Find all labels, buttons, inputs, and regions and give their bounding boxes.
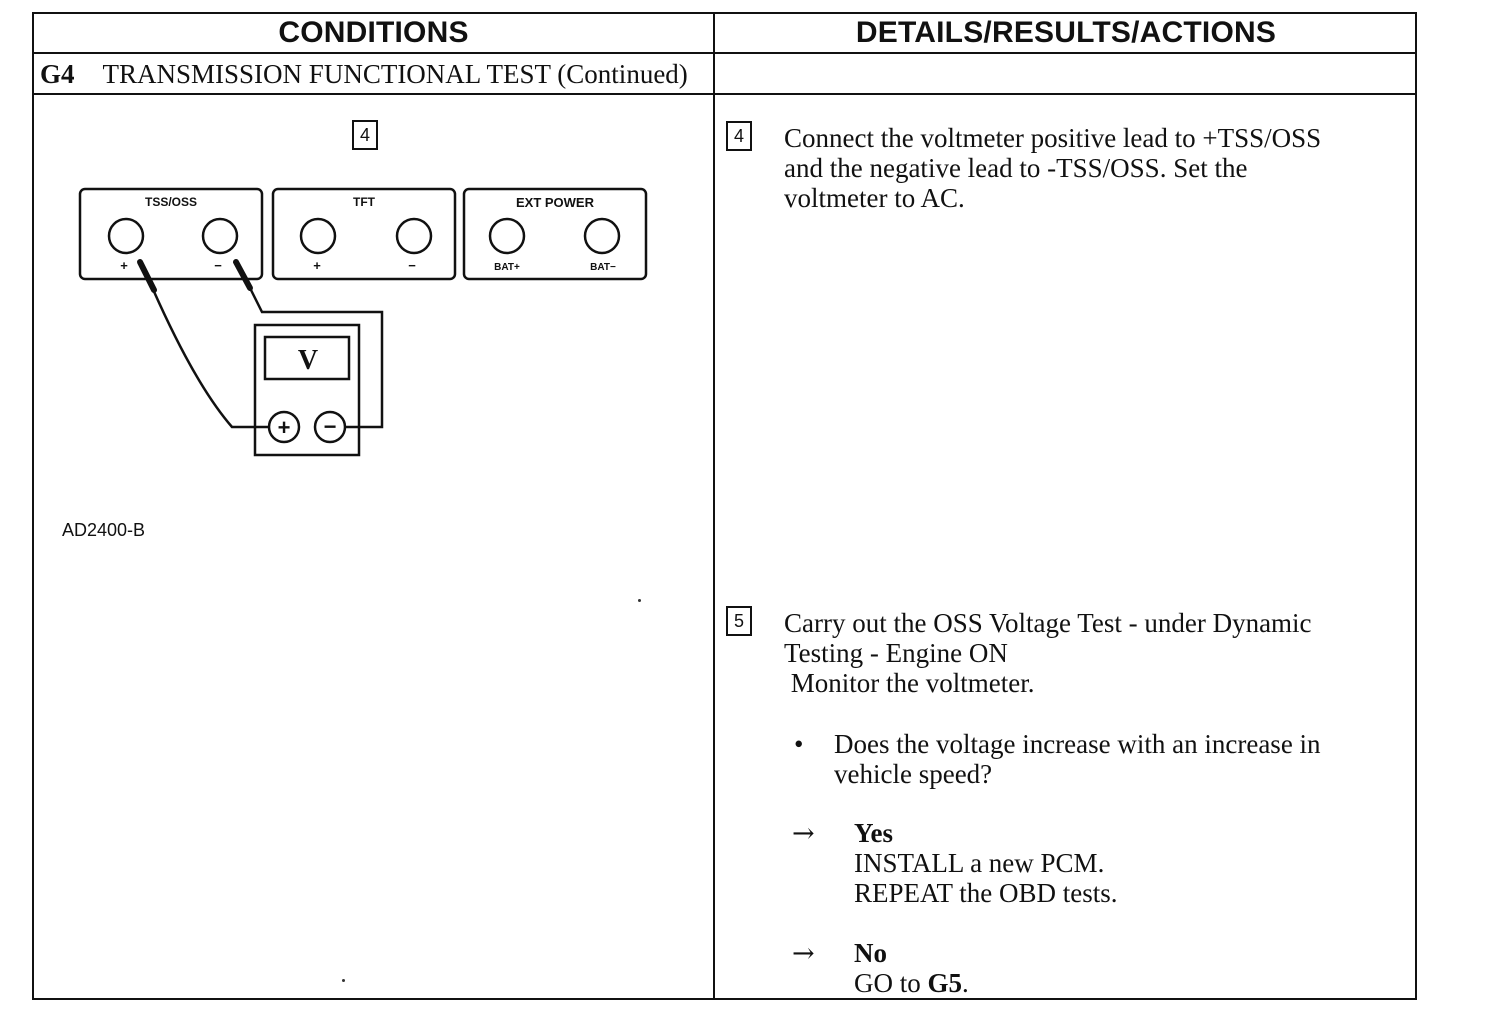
yes-action-line: INSTALL a new PCM. — [854, 848, 1105, 878]
action-step-4-line: and the negative lead to -TSS/OSS. Set t… — [784, 153, 1248, 183]
pin-label-bat-plus: BAT+ — [494, 262, 520, 273]
header-rule — [32, 52, 1417, 54]
connector-box-tft — [271, 187, 457, 281]
question-line: vehicle speed? — [834, 759, 993, 789]
no-action-prefix: GO to — [854, 968, 928, 998]
go-to-link[interactable]: G5 — [927, 968, 963, 998]
conditions-step-number: 4 — [352, 120, 378, 150]
section-rule — [32, 93, 1417, 95]
section-id: G4 — [40, 59, 75, 89]
pin-label-tss-oss-plus: + — [120, 258, 128, 273]
conditions-header: CONDITIONS — [278, 16, 469, 49]
voltmeter-body — [253, 323, 361, 457]
bullet-icon: • — [794, 729, 804, 759]
no-action-suffix: . — [962, 968, 969, 998]
question-line: Does the voltage increase with an increa… — [834, 729, 1321, 759]
yes-branch: Yes INSTALL a new PCM. REPEAT the OBD te… — [854, 818, 1118, 908]
section-title: G4 TRANSMISSION FUNCTIONAL TEST (Continue… — [40, 56, 688, 92]
table-frame — [32, 12, 1417, 1000]
jack-tft-minus — [395, 217, 433, 255]
yes-label: Yes — [854, 818, 893, 848]
jack-tss-oss-plus — [107, 217, 145, 255]
yes-action-line: REPEAT the OBD tests. — [854, 878, 1118, 908]
voltmeter-display — [263, 335, 351, 381]
jack-bat-plus — [488, 217, 526, 255]
action-step-5-text: Carry out the OSS Voltage Test - under D… — [784, 608, 1312, 698]
action-step-4-line: voltmeter to AC. — [784, 183, 965, 213]
scan-speck — [342, 979, 345, 982]
action-step-5-line: Monitor the voltmeter. — [784, 668, 1035, 698]
connector-label-ext-power: EXT POWER — [516, 195, 595, 210]
details-header: DETAILS/RESULTS/ACTIONS — [855, 16, 1277, 49]
pin-label-tss-oss-minus: − — [214, 258, 222, 273]
jack-bat-minus — [583, 217, 621, 255]
diagnostic-question: Does the voltage increase with an increa… — [834, 729, 1321, 789]
negative-test-lead — [236, 263, 384, 429]
column-divider — [713, 12, 715, 1000]
jack-tss-oss-minus — [201, 217, 239, 255]
no-label: No — [854, 938, 887, 968]
action-step-5-line: Testing - Engine ON — [784, 638, 1008, 668]
wiring-diagram: TSS/OSS TFT EXT POWER + − + − BAT+ BAT− … — [78, 187, 648, 457]
voltmeter-minus-label: − — [324, 414, 337, 439]
no-branch: No GO to G5. — [854, 938, 969, 998]
negative-probe — [233, 259, 253, 291]
yes-arrow-icon: → — [792, 818, 815, 849]
action-step-4-text: Connect the voltmeter positive lead to +… — [784, 123, 1321, 213]
section-title-text: TRANSMISSION FUNCTIONAL TEST (Continued) — [102, 59, 688, 89]
pin-label-tft-plus: + — [313, 258, 321, 273]
connector-label-tss-oss: TSS/OSS — [145, 195, 197, 209]
connector-label-tft: TFT — [353, 195, 376, 209]
action-step-4-number: 4 — [726, 121, 752, 151]
figure-code: AD2400-B — [62, 520, 146, 540]
voltmeter-display-label: V — [298, 345, 318, 376]
positive-probe — [137, 259, 157, 293]
scan-speck — [638, 599, 641, 602]
jack-tft-plus — [299, 217, 337, 255]
action-step-5-number: 5 — [726, 606, 752, 636]
breakout-box-figure: TSS/OSS TFT EXT POWER + − + − BAT+ BAT− … — [60, 180, 660, 470]
pin-label-bat-minus: BAT− — [590, 262, 616, 273]
connector-box-tss-oss — [78, 187, 264, 281]
action-step-4-line: Connect the voltmeter positive lead to +… — [784, 123, 1322, 153]
no-arrow-icon: → — [792, 938, 815, 969]
connector-box-ext-power — [462, 187, 648, 281]
action-step-5-line: Carry out the OSS Voltage Test - under D… — [784, 608, 1312, 638]
voltmeter-plus-label: + — [278, 415, 291, 440]
pin-label-tft-minus: − — [408, 258, 416, 273]
no-action-line: GO to G5. — [854, 968, 969, 998]
